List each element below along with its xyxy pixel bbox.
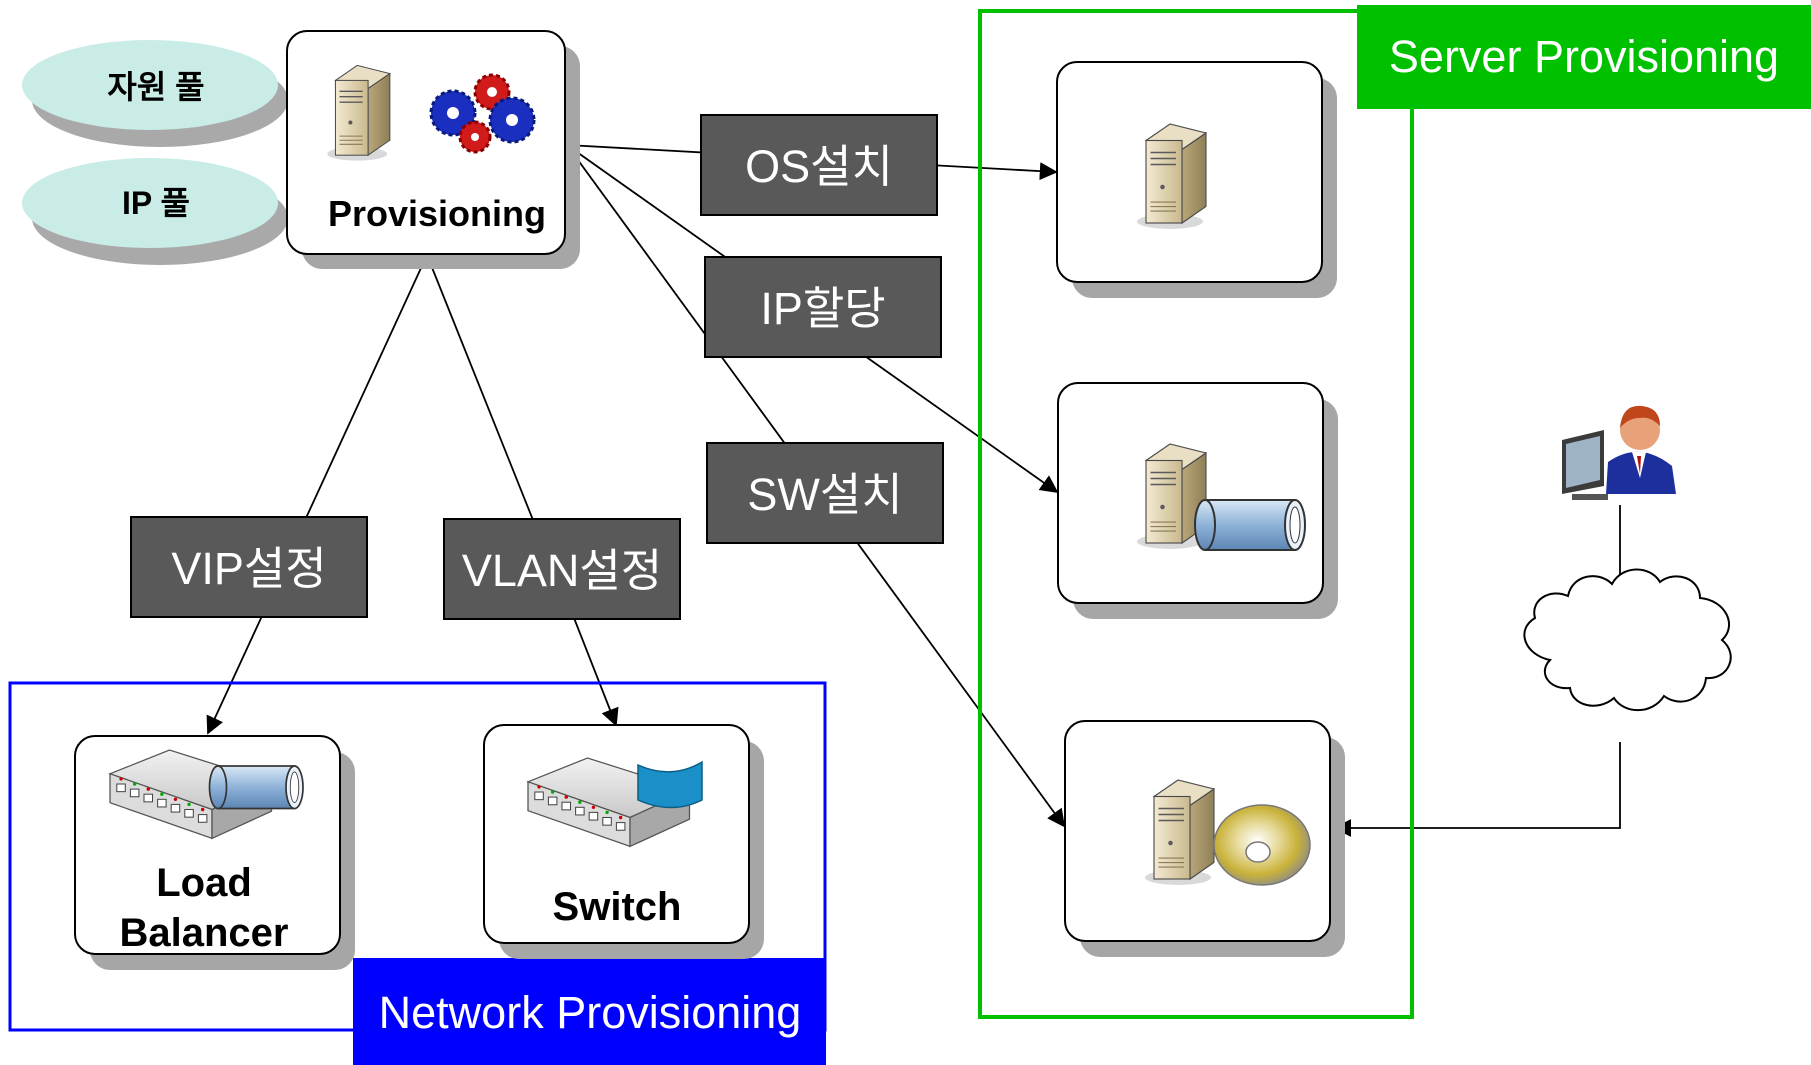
os-install-label: OS설치 <box>745 141 893 192</box>
provisioning-to-vip-line <box>305 254 428 519</box>
server-icon <box>1144 779 1215 886</box>
ip-pool-label: IP 풀 <box>122 185 190 221</box>
network-provisioning-title: Network Provisioning <box>379 987 802 1038</box>
storage-cylinder-icon <box>1194 499 1306 551</box>
server-node-sw[interactable] <box>1064 720 1345 957</box>
provisioning-to-vlan-line <box>426 254 534 521</box>
ip-assign-label: IP할당 <box>760 283 885 334</box>
storage-cylinder-icon <box>208 765 304 810</box>
provisioning-node[interactable]: Provisioning <box>286 30 580 269</box>
server-provisioning-frame <box>978 9 1414 1019</box>
vlan-tag-icon <box>637 760 703 809</box>
server-provisioning-label-box <box>1357 5 1811 109</box>
sw-install-label: SW설치 <box>747 469 902 520</box>
vip-to-load-balancer-connector <box>206 615 263 735</box>
provisioning-label: Provisioning <box>328 193 546 234</box>
resource-pool[interactable]: 자원 풀 <box>22 40 288 147</box>
cloud-icon <box>1523 568 1732 712</box>
ip-pool[interactable]: IP 풀 <box>22 158 288 265</box>
server-node-os[interactable] <box>1056 61 1337 298</box>
user-workstation-icon[interactable] <box>1562 405 1676 500</box>
server-icon <box>1136 123 1207 230</box>
action-sw-install[interactable]: SW설치 <box>706 442 944 544</box>
server-node-ip[interactable] <box>1057 382 1338 619</box>
switch-node[interactable]: Switch <box>483 724 764 959</box>
server-icon <box>326 64 391 162</box>
switch-label: Switch <box>553 885 682 929</box>
load-balancer-label-line2: Balancer <box>120 911 289 955</box>
cd-disc-icon <box>1213 804 1311 886</box>
vip-config-label: VIP설정 <box>171 543 326 594</box>
load-balancer-label-line1: Load <box>156 861 252 905</box>
action-os-install[interactable]: OS설치 <box>700 114 938 216</box>
resource-pool-label: 자원 풀 <box>107 69 204 105</box>
network-provisioning-label-box <box>353 958 826 1065</box>
action-vip-config[interactable]: VIP설정 <box>130 516 368 618</box>
cloud-to-server-connector <box>1333 742 1621 837</box>
server-provisioning-title: Server Provisioning <box>1389 31 1779 82</box>
vlan-to-switch-connector <box>573 617 619 727</box>
load-balancer-node[interactable]: Load Balancer <box>74 735 355 970</box>
action-vlan-config[interactable]: VLAN설정 <box>443 518 681 620</box>
action-ip-assign[interactable]: IP할당 <box>704 256 942 358</box>
gears-icon <box>429 73 536 154</box>
vlan-config-label: VLAN설정 <box>462 545 662 596</box>
